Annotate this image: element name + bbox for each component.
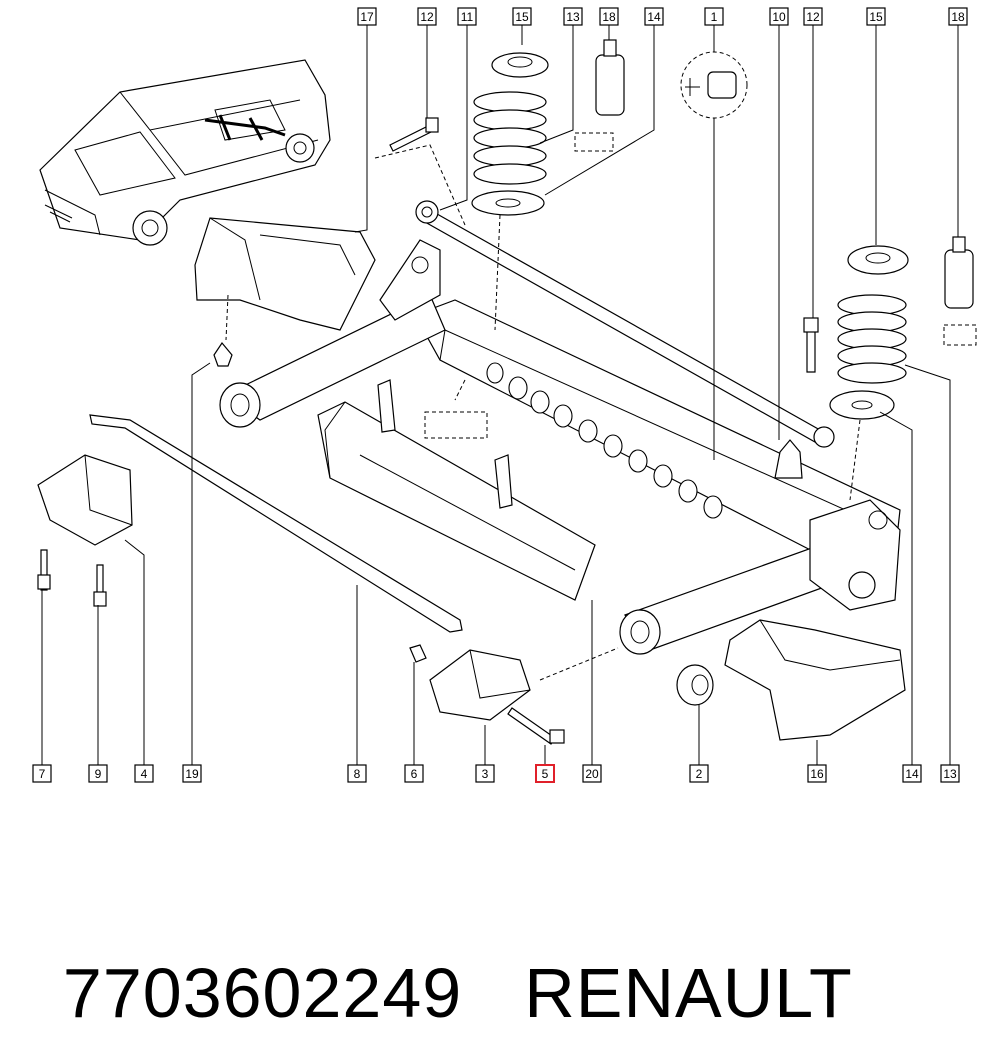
callout-label: 1 (711, 10, 718, 24)
vehicle-sketch (39, 59, 331, 246)
callout-13: 7 (32, 764, 52, 783)
mounting-brackets (37, 454, 531, 721)
callout-label: 15 (515, 10, 529, 24)
callout-10: 12 (803, 7, 823, 26)
callout-3: 11 (457, 7, 477, 26)
callout-11: 15 (866, 7, 886, 26)
callout-label: 12 (806, 10, 820, 24)
tie-rod (415, 200, 835, 448)
callout-4: 15 (512, 7, 532, 26)
anti-roll-bar (89, 414, 463, 633)
callout-23: 16 (807, 764, 827, 783)
callout-22: 2 (689, 764, 709, 783)
callout-1: 17 (357, 7, 377, 26)
left-spring-stack (471, 39, 625, 216)
right-trailing-arm (619, 499, 901, 655)
right-spring-stack (829, 236, 977, 420)
callout-label: 2 (696, 767, 703, 781)
detail-inset (680, 51, 748, 119)
callout-5: 13 (563, 7, 583, 26)
callout-8: 1 (704, 7, 724, 26)
callout-24: 14 (902, 764, 922, 783)
callout-9: 10 (769, 7, 789, 26)
left-heat-shield (194, 217, 376, 331)
callout-2: 12 (417, 7, 437, 26)
callout-12: 18 (948, 7, 968, 26)
callout-14: 9 (88, 764, 108, 783)
callout-label: 8 (354, 767, 361, 781)
callout-21: 20 (582, 764, 602, 783)
callout-label: 4 (141, 767, 148, 781)
callout-label: 17 (360, 10, 374, 24)
callout-label: 20 (585, 767, 599, 781)
brand-name: RENAULT (524, 954, 853, 1032)
left-trailing-arm (219, 239, 446, 428)
caption: 7703602249 RENAULT (22, 858, 853, 1032)
callout-label: 11 (461, 10, 474, 24)
callout-label: 19 (185, 767, 199, 781)
callout-label: 14 (905, 767, 919, 781)
callout-25: 13 (940, 764, 960, 783)
callout-16: 19 (182, 764, 202, 783)
callout-label: 3 (482, 767, 489, 781)
callout-7: 14 (644, 7, 664, 26)
bump-stop (774, 439, 803, 479)
bolts (37, 117, 819, 745)
callout-label: 18 (951, 10, 965, 24)
callout-18: 6 (404, 764, 424, 783)
assembly-guides (225, 144, 861, 681)
leader-lines (41, 25, 959, 765)
callout-20-highlighted: 5 (535, 764, 555, 783)
callout-label: 15 (869, 10, 883, 24)
dashed-outline (424, 411, 488, 439)
callout-label: 18 (602, 10, 616, 24)
callout-label: 10 (772, 10, 786, 24)
right-heat-shield (724, 619, 906, 741)
callout-label: 6 (411, 767, 418, 781)
callout-17: 8 (347, 764, 367, 783)
callout-label: 7 (39, 767, 46, 781)
part-number: 7703602249 (62, 954, 463, 1032)
callout-15: 4 (134, 764, 154, 783)
callout-label: 16 (810, 767, 824, 781)
callout-19: 3 (475, 764, 495, 783)
callout-label: 12 (420, 10, 434, 24)
exploded-parts-diagram: 17 12 11 15 13 18 14 1 10 12 15 18 7 9 4… (32, 7, 977, 783)
callout-label: 9 (95, 767, 102, 781)
callout-label: 13 (943, 767, 957, 781)
callout-label: 5 (542, 767, 549, 781)
callout-label: 13 (566, 10, 580, 24)
callout-label: 14 (647, 10, 661, 24)
callout-6: 18 (599, 7, 619, 26)
bushing-and-clip (213, 341, 714, 706)
underbody-shield (317, 379, 596, 601)
